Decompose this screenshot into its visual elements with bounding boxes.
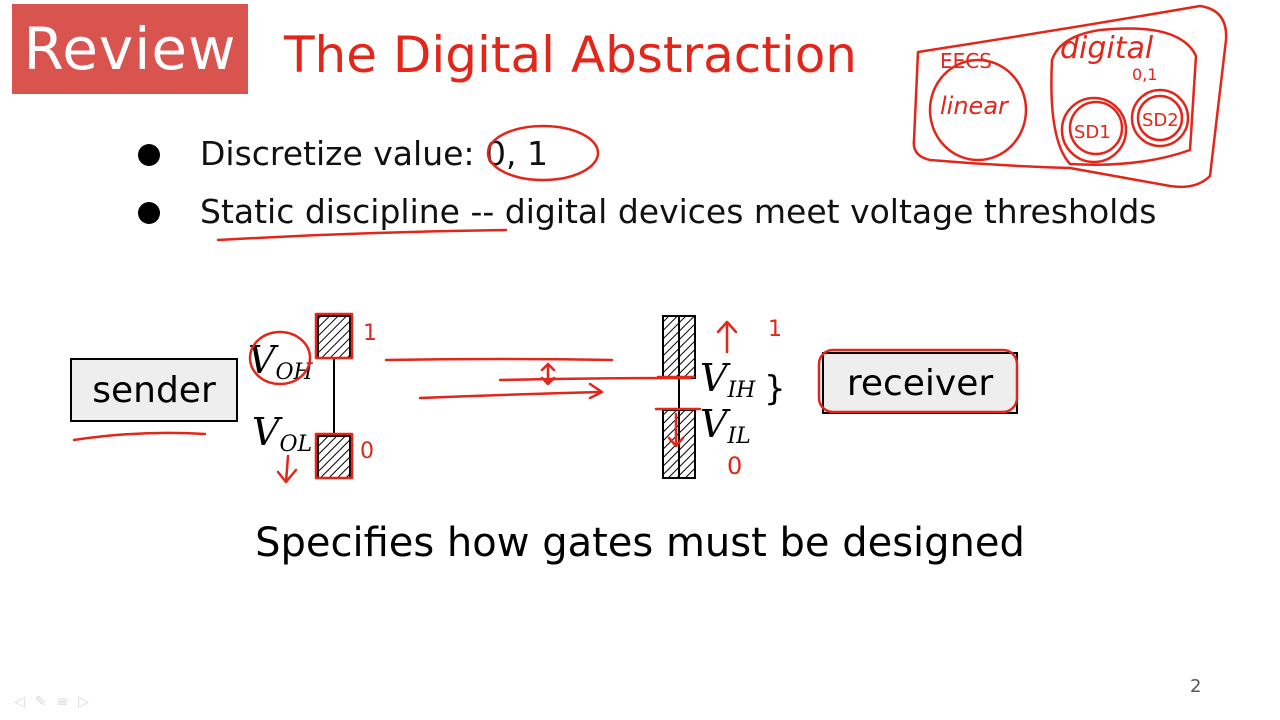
noise-margin-arrow [540,362,556,386]
slide-toolbar: ◁ ✎ ≡ ▷ [14,694,89,710]
menu-icon[interactable]: ≡ [56,694,69,710]
arrow-down-vol [276,454,298,484]
note-eecs: EECS [940,49,992,73]
arrow-right-icon[interactable]: ▷ [78,694,90,710]
receiver-label: receiver [846,362,994,404]
highlight-sender-high [314,312,354,360]
note-digital: digital [1060,31,1154,66]
note-linear: linear [940,92,1010,120]
circle-zero-one [486,124,600,182]
note-sd1: SD1 [1074,122,1111,143]
review-label: Review [23,15,237,83]
line-upper [384,357,614,362]
bullet-discretize: Discretize value: 0, 1 [138,134,548,173]
line-middle [498,376,692,382]
note-zero-receiver: 0 [727,452,742,480]
page-number: 2 [1190,676,1202,697]
bullet-dot-icon [138,202,160,224]
bullet-dot-icon [138,144,160,166]
slide-title: The Digital Abstraction [284,26,857,84]
underline-static-discipline [216,228,508,242]
red-ink-text: EECS digital 0,1 linear SD1 SD2 1 0 1 0 [360,31,1179,480]
receiver-box: receiver [822,352,1018,414]
brace: } [764,369,786,409]
note-one-sender: 1 [363,321,377,346]
bullet-text: Static discipline -- digital devices mee… [200,192,1157,231]
sender-high-region [317,315,351,359]
note-zero-sender: 0 [360,439,374,464]
line-lower [418,382,604,400]
arrow-left-icon[interactable]: ◁ [14,694,25,710]
venn-digital-region [1050,27,1198,166]
review-badge: Review [12,4,248,94]
sender-label: sender [92,369,216,411]
vih-label: VIH [700,356,756,403]
note-one-receiver: 1 [768,317,782,342]
sender-box: sender [70,358,238,422]
highlight-sender-low [314,432,354,480]
caption: Specifies how gates must be designed [255,520,1025,566]
venn-sd1-circle-inner [1068,100,1124,156]
bullet-static-discipline: Static discipline -- digital devices mee… [138,192,1157,231]
sender-low-region [317,435,351,479]
bullet-text: Discretize value: 0, 1 [200,134,548,173]
circle-voh [248,330,312,386]
venn-outer-box [912,4,1228,189]
vol-label: VOL [252,410,313,457]
vil-label: VIL [700,402,751,449]
venn-sd2-circle-inner [1136,94,1184,142]
venn-sd2-circle [1130,88,1190,148]
venn-sd1-circle [1060,96,1128,164]
underline-sender [72,431,207,442]
note-digital-values: 0,1 [1132,65,1157,84]
red-ink-annotations [72,4,1228,484]
pen-icon[interactable]: ✎ [34,694,47,710]
note-sd2: SD2 [1142,110,1179,131]
arrow-down-receiver [667,412,685,448]
circle-receiver [817,348,1019,414]
venn-linear-circle [928,58,1028,162]
arrow-up-receiver [716,320,738,354]
